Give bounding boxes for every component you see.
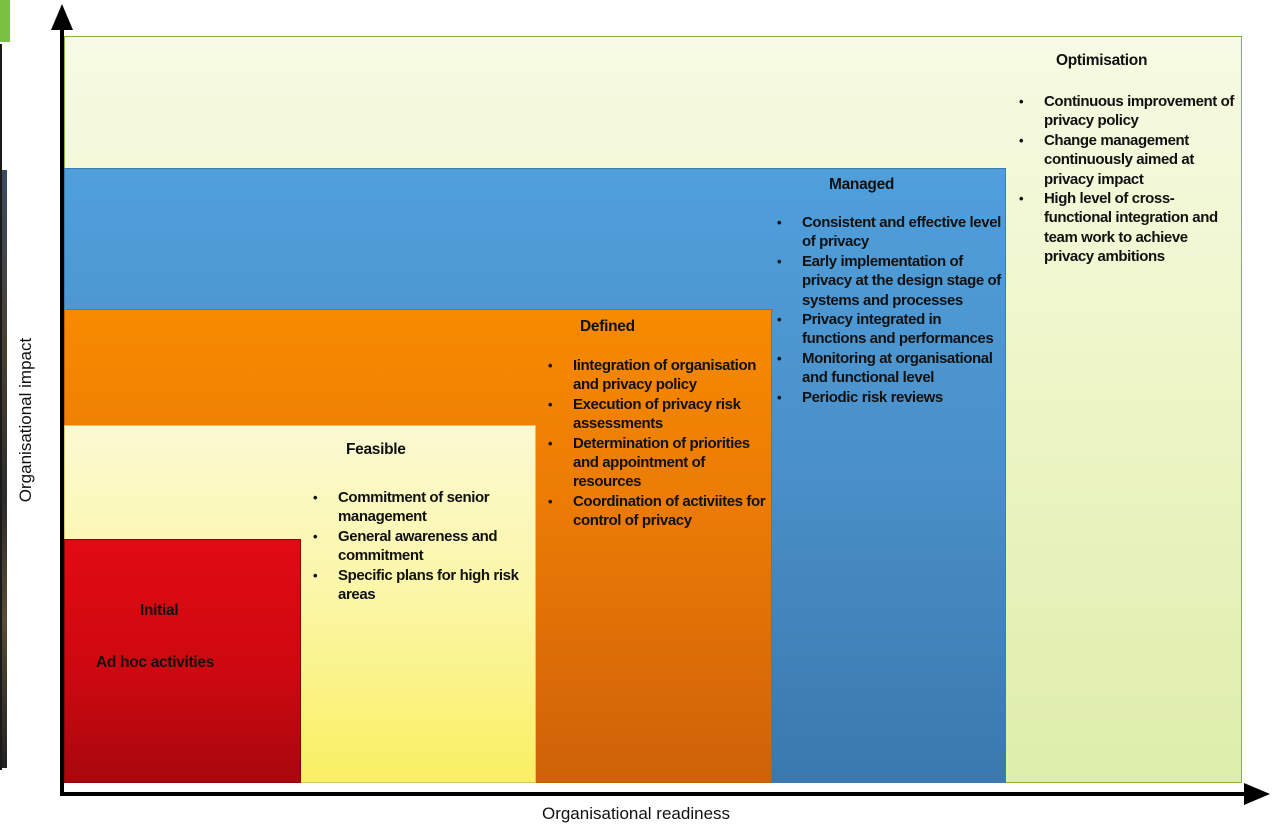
list-item: Determination of priorities and appointm… (544, 434, 772, 492)
list-item: High level of cross-functional integrati… (1015, 189, 1237, 267)
edge-divider (0, 44, 2, 770)
list-item: Commitment of senior management (309, 488, 533, 527)
stage-feasible-list: Commitment of senior management General … (309, 488, 533, 604)
stage-initial-description: Ad hoc activities (96, 654, 215, 671)
list-item: Consistent and effective level of privac… (773, 213, 1001, 252)
list-item: Execution of privacy risk assessments (544, 395, 772, 434)
list-item: Specific plans for high risk areas (309, 566, 533, 605)
list-item: General awareness and commitment (309, 527, 533, 566)
stage-initial-title: Initial (140, 602, 179, 619)
x-axis-arrow-icon (1244, 783, 1270, 805)
x-axis-label: Organisational readiness (541, 804, 731, 823)
list-item: Iintegration of organisation and privacy… (544, 356, 772, 395)
stage-feasible-title: Feasible (346, 441, 406, 458)
list-item: Periodic risk reviews (773, 388, 1001, 408)
stage-optimisation-title: Optimisation (1056, 52, 1148, 69)
stage-defined-list: Iintegration of organisation and privacy… (544, 356, 772, 531)
stage-defined-title: Defined (580, 318, 635, 335)
edge-accent (0, 0, 10, 42)
edge-image-strip (0, 170, 7, 768)
y-axis-arrow-icon (51, 4, 73, 30)
list-item: Privacy integrated in functions and perf… (773, 310, 1001, 349)
y-axis-label: Organisational impact (16, 337, 35, 503)
list-item: Monitoring at organisational and functio… (773, 349, 1001, 388)
list-item: Coordination of activiites for control o… (544, 492, 772, 531)
list-item: Continuous improvement of privacy policy (1015, 92, 1237, 131)
stage-initial-box (64, 539, 301, 783)
stage-managed-title: Managed (829, 176, 895, 193)
list-item: Change management continuously aimed at … (1015, 131, 1237, 189)
stage-optimisation-list: Continuous improvement of privacy policy… (1015, 92, 1237, 267)
stage-managed-list: Consistent and effective level of privac… (773, 213, 1001, 407)
list-item: Early implementation of privacy at the d… (773, 252, 1001, 310)
